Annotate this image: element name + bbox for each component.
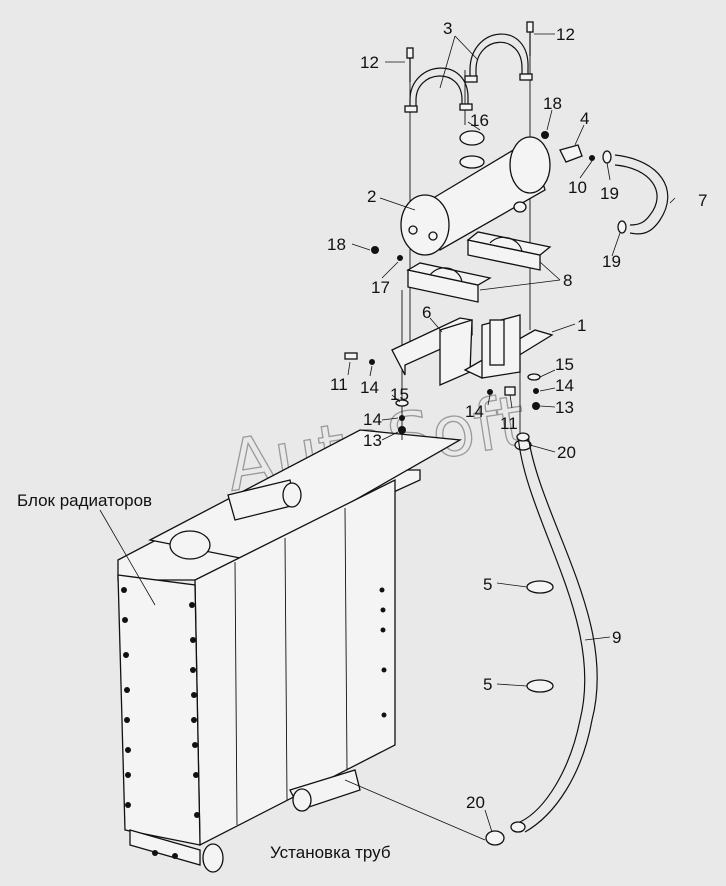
callout-13-left: 13 <box>363 431 382 450</box>
clamp-5-lower <box>526 679 554 693</box>
callout-18-top: 18 <box>543 94 562 113</box>
callout-14-left: 14 <box>360 378 379 397</box>
radiator-block <box>117 429 463 873</box>
saddle-8-front <box>406 262 492 303</box>
callout-9: 9 <box>612 628 621 647</box>
callout-18-left: 18 <box>327 235 346 254</box>
expansion-tank <box>400 130 551 256</box>
callout-19-upper: 19 <box>600 184 619 203</box>
hose-7 <box>614 154 669 235</box>
bracket-1 <box>463 314 554 379</box>
callout-14-lower: 14 <box>363 410 382 429</box>
callout-6: 6 <box>422 303 431 322</box>
strap-3-right <box>464 33 533 83</box>
callout-17: 17 <box>371 278 390 297</box>
bracket-6 <box>391 317 473 386</box>
leader-lines <box>99 33 676 841</box>
saddle-8-rear <box>466 231 552 271</box>
caption-pipe-installation: Установка труб <box>270 843 391 862</box>
tank-fittings <box>371 131 627 261</box>
callout-11-left: 11 <box>330 375 348 394</box>
callout-12-left: 12 <box>360 53 379 72</box>
callout-1: 1 <box>577 316 586 335</box>
bolt-12-right <box>526 21 534 56</box>
callout-15-right: 15 <box>555 355 574 374</box>
clamp-5-upper <box>526 580 554 594</box>
callout-11-right: 11 <box>500 414 518 433</box>
callout-5-lower: 5 <box>483 675 492 694</box>
bolt-12-left <box>406 47 414 82</box>
strap-3-left <box>404 67 473 113</box>
callout-15-left: 15 <box>390 385 409 404</box>
radiator-bolts-front <box>189 587 387 818</box>
callout-14-right: 14 <box>555 376 574 395</box>
callout-8: 8 <box>563 271 572 290</box>
callout-19-lower: 19 <box>602 252 621 271</box>
callout-5-upper: 5 <box>483 575 492 594</box>
callout-13-right: 13 <box>555 398 574 417</box>
caption-radiator-block: Блок радиаторов <box>17 491 152 510</box>
callout-7: 7 <box>698 191 707 210</box>
callout-2: 2 <box>367 187 376 206</box>
callout-12-right: 12 <box>556 25 575 44</box>
hose-9 <box>485 432 598 846</box>
callout-14-mid: 14 <box>465 402 484 421</box>
callout-4: 4 <box>580 109 589 128</box>
callout-16: 16 <box>470 111 489 130</box>
callout-10: 10 <box>568 178 587 197</box>
callout-20-lower: 20 <box>466 793 485 812</box>
callout-3: 3 <box>443 19 452 38</box>
callouts: 12 3 12 16 18 4 2 10 19 7 18 19 17 8 6 1… <box>327 19 707 812</box>
callout-20-upper: 20 <box>557 443 576 462</box>
radiator-bolts-left <box>121 587 131 808</box>
